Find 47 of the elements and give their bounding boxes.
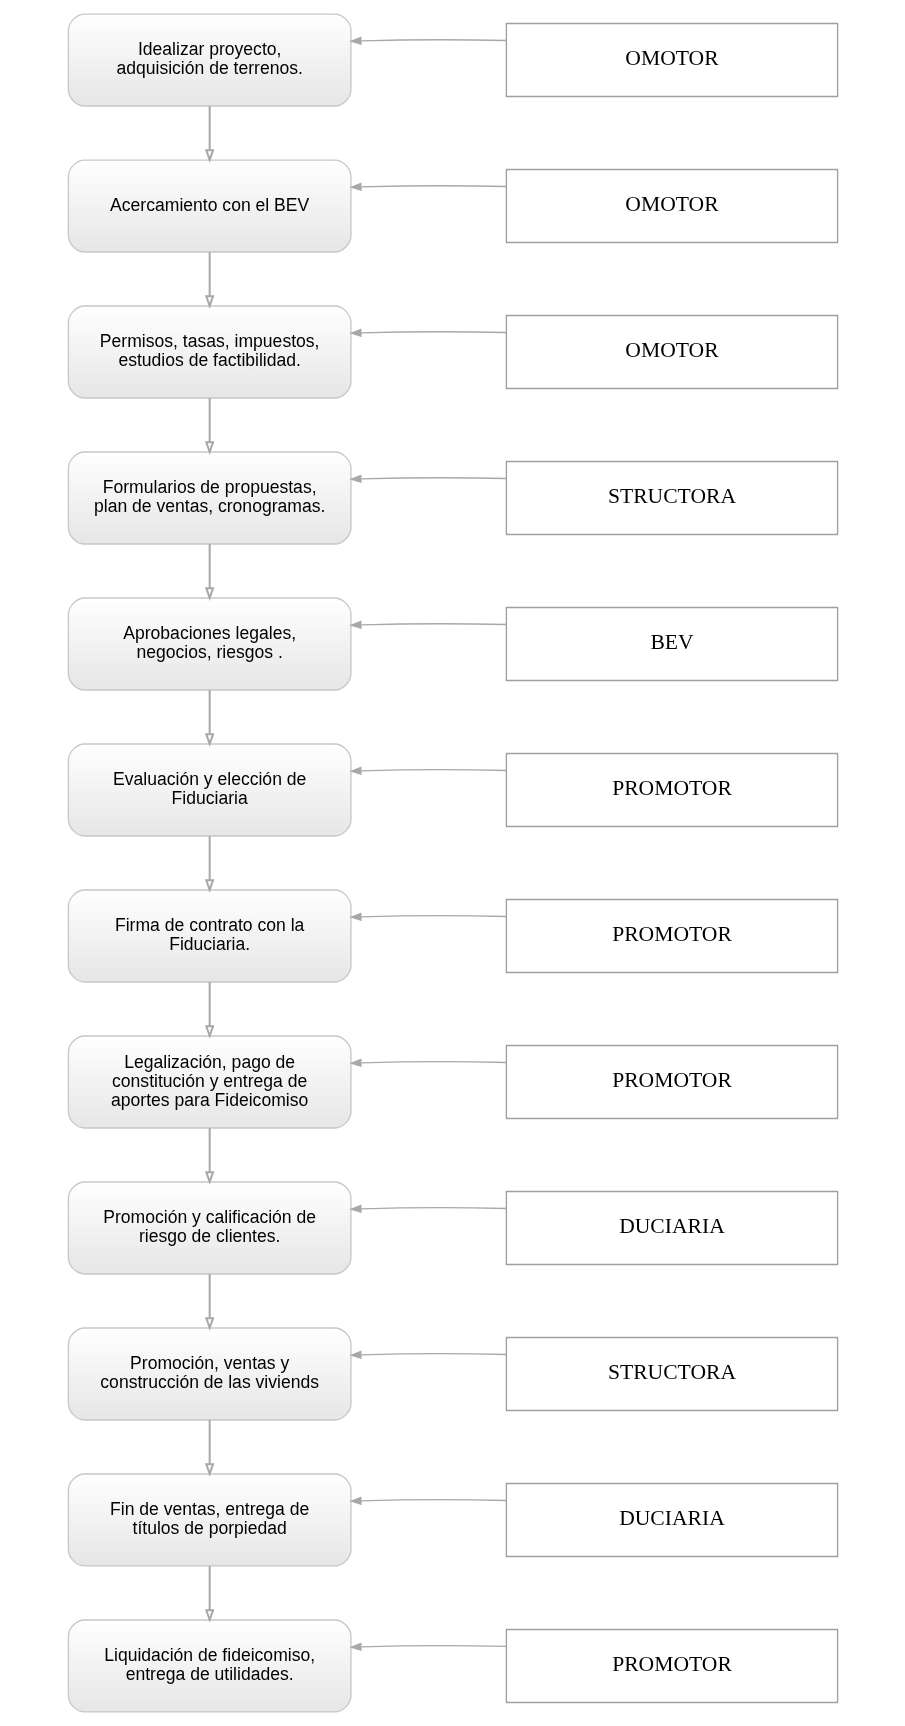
- arrow: [204, 106, 214, 163]
- node-box: Promoción y calificación de riesgo de clientes.: [67, 1181, 352, 1275]
- arrow: [204, 1420, 214, 1477]
- arrow: [204, 398, 214, 455]
- node-box: Idealizar proyecto, adquisición de terrenos.: [67, 13, 352, 107]
- arrow: [348, 766, 507, 776]
- node-box: DUCIARIA: [505, 1482, 838, 1558]
- node-box: STRUCTORA: [505, 1336, 838, 1412]
- node-box: Fin de ventas, entrega de títulos de porpiedad: [67, 1473, 352, 1567]
- node-box: DUCIARIA: [505, 1190, 838, 1266]
- arrow: [204, 252, 214, 309]
- arrow: [348, 1642, 507, 1652]
- node-box: BEV: [505, 606, 838, 682]
- arrow: [204, 1566, 214, 1623]
- arrow: [204, 690, 214, 747]
- arrow: [204, 1128, 214, 1185]
- arrow: [348, 36, 507, 46]
- arrow: [348, 182, 507, 192]
- node-box: STRUCTORA: [505, 460, 838, 536]
- node-box: Acercamiento con el BEV: [67, 159, 352, 253]
- arrow: [348, 1350, 507, 1360]
- node-box: OMOTOR: [505, 168, 838, 244]
- arrow: [204, 544, 214, 601]
- node-box: PROMOTOR: [505, 1628, 838, 1704]
- node-box: PROMOTOR: [505, 898, 838, 974]
- node-box: Evaluación y elección de Fiduciaria: [67, 743, 352, 837]
- arrow: [348, 912, 507, 922]
- arrow: [204, 1274, 214, 1331]
- node-box: Promoción, ventas y construcción de las viviends: [67, 1327, 352, 1421]
- arrow: [204, 836, 214, 893]
- arrow: [348, 1058, 507, 1068]
- node-box: Permisos, tasas, impuestos, estudios de factibilidad.: [67, 305, 352, 399]
- arrow: [204, 982, 214, 1039]
- node-box: OMOTOR: [505, 22, 838, 98]
- node-box: PROMOTOR: [505, 1044, 838, 1120]
- node-box: Aprobaciones legales, negocios, riesgos .: [67, 597, 352, 691]
- node-box: Legalización, pago de constitución y entrega de aportes para Fideicomiso: [67, 1035, 352, 1129]
- arrow: [348, 1496, 507, 1506]
- node-box: Firma de contrato con la Fiduciaria.: [67, 889, 352, 983]
- arrow: [348, 1204, 507, 1214]
- arrow: [348, 328, 507, 338]
- node-box: Liquidación de fideicomiso, entrega de utilidades.: [67, 1619, 352, 1713]
- node-box: Formularios de propuestas, plan de ventas, cronogramas.: [67, 451, 352, 545]
- arrow: [348, 620, 507, 630]
- arrow: [348, 474, 507, 484]
- node-box: PROMOTOR: [505, 752, 838, 828]
- node-box: OMOTOR: [505, 314, 838, 390]
